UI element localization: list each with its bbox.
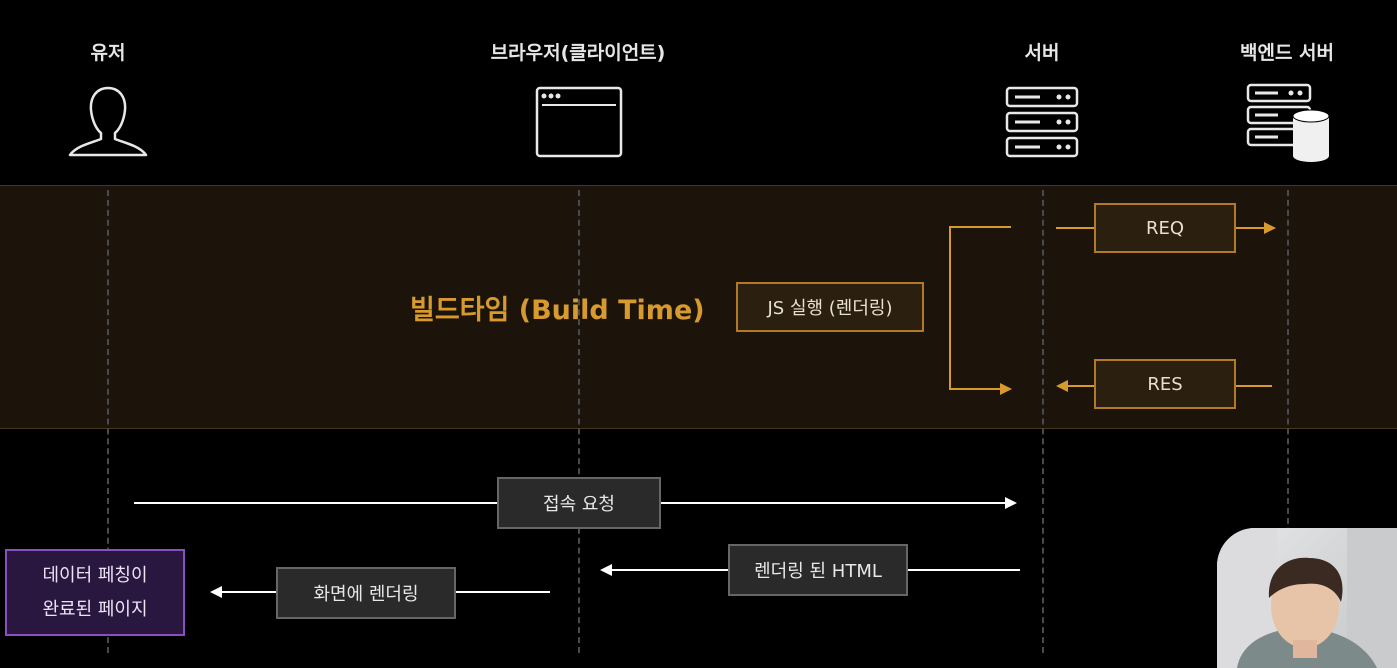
screen-render-box: 화면에 렌더링 [276, 567, 456, 619]
actor-label-browser: 브라우저(클라이언트) [490, 42, 666, 64]
js-execution-box: JS 실행 (렌더링) [736, 282, 924, 332]
res-box: RES [1094, 359, 1236, 409]
user-icon [68, 86, 148, 157]
actor-label-server: 서버 [1024, 42, 1060, 64]
result-line-2: 완료된 페이지 [42, 598, 148, 620]
access-request-box: 접속 요청 [497, 477, 661, 529]
req-box: REQ [1094, 203, 1236, 253]
screen-arrowhead [210, 586, 222, 598]
request-arrowhead [1005, 497, 1017, 509]
bracket-connector [949, 226, 1011, 390]
res-arrowhead [1056, 380, 1068, 392]
lifeline-user [107, 190, 109, 653]
rendered-html-box: 렌더링 된 HTML [728, 544, 908, 596]
html-arrowhead [600, 564, 612, 576]
lifeline-browser [578, 190, 580, 653]
result-line-1: 데이터 페칭이 [42, 564, 148, 586]
bracket-arrowhead [1000, 383, 1012, 395]
actor-label-backend: 백엔드 서버 [1239, 42, 1335, 64]
database-server-icon [1246, 83, 1330, 162]
server-rack-icon [1005, 86, 1079, 158]
browser-window-icon [535, 86, 623, 158]
actor-label-user: 유저 [90, 42, 126, 64]
presenter-figure [1217, 528, 1397, 668]
build-time-title: 빌드타임 (Build Time) [410, 295, 705, 326]
lifeline-server [1042, 190, 1044, 653]
result-page-box: 데이터 페칭이 완료된 페이지 [5, 549, 185, 636]
build-arrows [949, 222, 1276, 395]
presenter-webcam [1217, 528, 1397, 668]
flow-arrows [134, 497, 1020, 598]
lifeline-backend [1287, 190, 1289, 653]
req-arrowhead [1264, 222, 1276, 234]
